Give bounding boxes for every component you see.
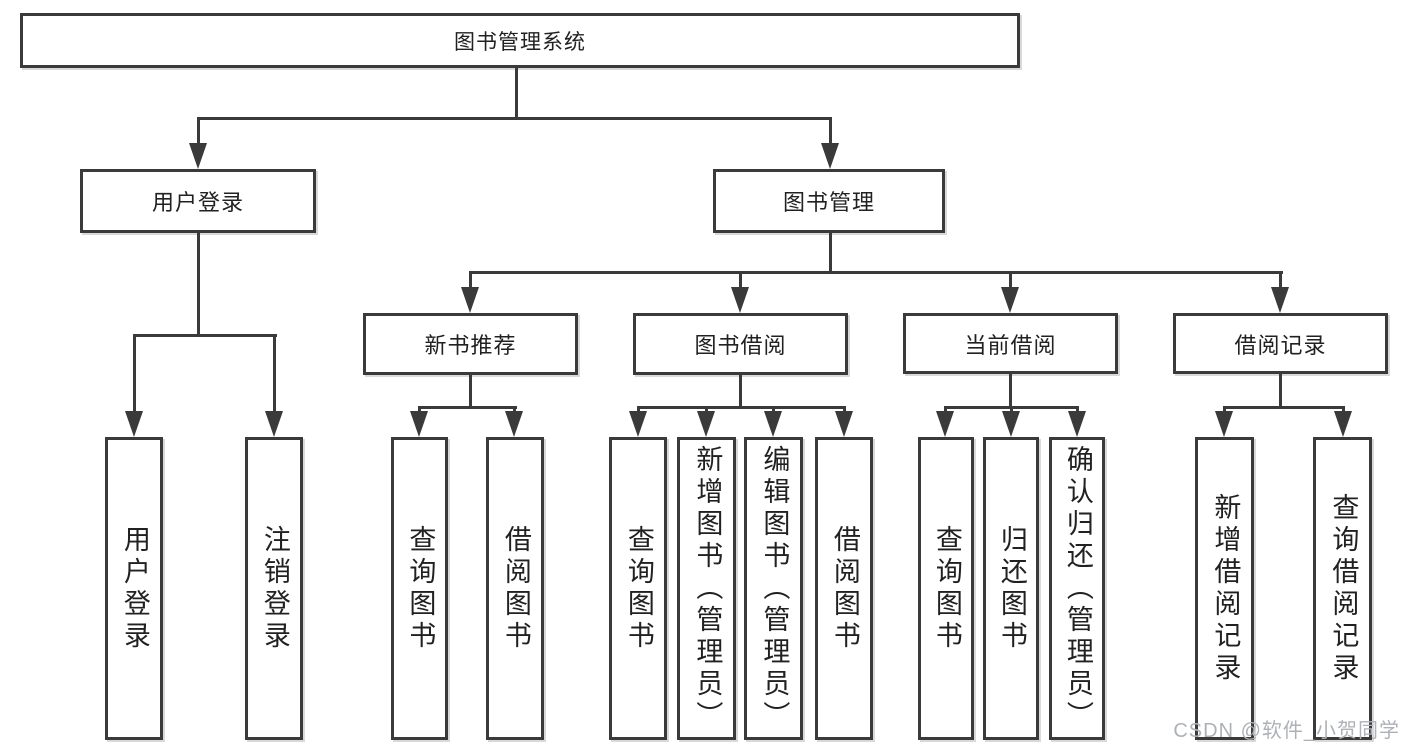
arrow-down-icon	[189, 143, 207, 169]
leaf-user-login-label: 用户登录	[119, 524, 150, 653]
node-user-login: 用户登录	[80, 169, 316, 233]
node-borrow-records-label: 借阅记录	[1234, 332, 1327, 358]
arrow-down-icon	[410, 411, 428, 437]
node-new-book-recommend-label: 新书推荐	[424, 333, 517, 358]
leaf-query-books-1-label: 查询图书	[405, 524, 436, 653]
connector-line-v	[829, 233, 832, 274]
connector-line-v	[1279, 271, 1282, 291]
node-current-borrow: 当前借阅	[903, 313, 1118, 374]
leaf-add-book-admin-label: 新增图书（管理员）	[692, 444, 723, 733]
arrow-down-icon	[505, 411, 523, 437]
leaf-query-books-2: 查询图书	[609, 437, 667, 740]
connector-line-v	[133, 334, 136, 416]
arrow-down-icon	[731, 287, 749, 313]
leaf-add-book-admin: 新增图书（管理员）	[677, 437, 736, 740]
leaf-borrow-books-2: 借阅图书	[815, 437, 873, 740]
node-book-borrow-label: 图书借阅	[694, 333, 787, 358]
connector-line-v	[197, 233, 200, 337]
connector-line-v	[739, 271, 742, 291]
arrow-down-icon	[764, 411, 782, 437]
node-borrow-records: 借阅记录	[1173, 313, 1388, 374]
leaf-borrow-books-2-label: 借阅图书	[829, 524, 860, 653]
connector-line-h	[637, 406, 846, 409]
leaf-query-books-2-label: 查询图书	[623, 524, 654, 653]
connector-line-h	[418, 406, 517, 409]
connector-line-v	[273, 334, 276, 416]
arrow-down-icon	[835, 411, 853, 437]
leaf-user-login: 用户登录	[105, 437, 163, 740]
arrow-down-icon	[697, 411, 715, 437]
node-root: 图书管理系统	[20, 13, 1020, 68]
leaf-confirm-return-admin: 确认归还（管理员）	[1049, 437, 1105, 740]
arrow-down-icon	[461, 287, 479, 313]
leaf-borrow-books-1: 借阅图书	[486, 437, 544, 740]
connector-line-v	[1009, 271, 1012, 291]
node-book-management-label: 图书管理	[782, 190, 875, 215]
node-root-label: 图书管理系统	[454, 30, 586, 54]
node-current-borrow-label: 当前借阅	[964, 332, 1057, 358]
connector-line-h	[197, 117, 832, 120]
arrow-down-icon	[1334, 411, 1352, 437]
csdn-watermark: CSDN @软件_小贺同学	[1173, 720, 1400, 742]
leaf-query-books-3: 查询图书	[918, 437, 974, 740]
leaf-confirm-return-admin-label: 确认归还（管理员）	[1062, 444, 1093, 733]
leaf-return-book: 归还图书	[983, 437, 1039, 740]
node-user-login-label: 用户登录	[151, 190, 244, 215]
connector-line-v	[469, 375, 472, 409]
node-book-management: 图书管理	[713, 169, 945, 233]
leaf-logout: 注销登录	[245, 437, 303, 740]
leaf-query-books-3-label: 查询图书	[931, 524, 962, 653]
connector-line-h	[1223, 406, 1344, 409]
connector-line-h	[469, 271, 1283, 274]
leaf-query-borrow-record: 查询借阅记录	[1313, 437, 1372, 740]
arrow-down-icon	[629, 411, 647, 437]
arrow-down-icon	[125, 411, 143, 437]
connector-line-v	[1009, 374, 1012, 409]
leaf-edit-book-admin: 编辑图书（管理员）	[744, 437, 803, 740]
leaf-add-borrow-record: 新增借阅记录	[1195, 437, 1254, 740]
node-book-borrow: 图书借阅	[633, 313, 848, 375]
connector-line-v	[1279, 374, 1282, 409]
arrow-down-icon	[936, 411, 954, 437]
leaf-add-borrow-record-label: 新增借阅记录	[1210, 492, 1241, 685]
arrow-down-icon	[1068, 411, 1086, 437]
leaf-return-book-label: 归还图书	[996, 524, 1027, 653]
arrow-down-icon	[1215, 411, 1233, 437]
connector-line-v	[197, 117, 200, 147]
connector-line-v	[515, 68, 518, 118]
node-new-book-recommend: 新书推荐	[363, 313, 578, 375]
leaf-edit-book-admin-label: 编辑图书（管理员）	[759, 444, 790, 733]
leaf-borrow-books-1-label: 借阅图书	[500, 524, 531, 653]
leaf-query-borrow-record-label: 查询借阅记录	[1328, 492, 1359, 685]
arrow-down-icon	[1001, 287, 1019, 313]
connector-line-v	[739, 375, 742, 409]
arrow-down-icon	[1271, 287, 1289, 313]
connector-line-v	[469, 271, 472, 291]
arrow-down-icon	[821, 143, 839, 169]
connector-line-v	[829, 117, 832, 147]
leaf-query-books-1: 查询图书	[391, 437, 448, 740]
arrow-down-icon	[265, 411, 283, 437]
arrow-down-icon	[1002, 411, 1020, 437]
leaf-logout-label: 注销登录	[259, 524, 290, 653]
connector-line-h	[133, 334, 277, 337]
